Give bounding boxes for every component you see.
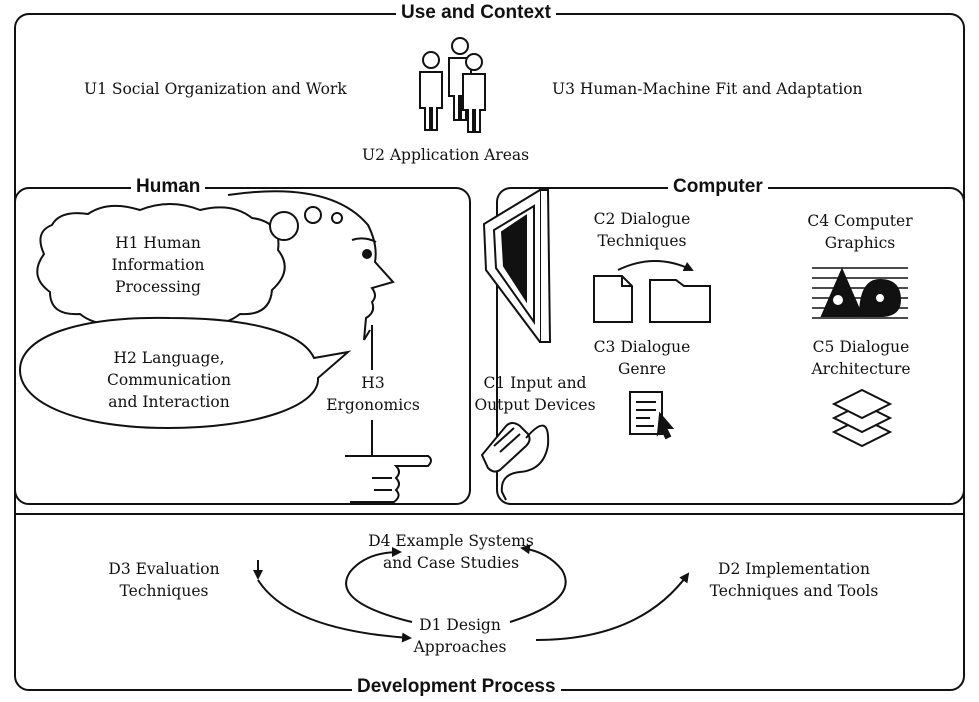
d3-line-2: Techniques: [119, 582, 209, 600]
d3-line-1: D3 Evaluation: [108, 560, 220, 578]
d1-line-2: Approaches: [413, 638, 507, 656]
documents-icon: [593, 260, 711, 323]
u1-label: U1 Social Organization and Work: [84, 80, 347, 98]
h1-line-1: H1 Human: [115, 234, 201, 252]
people-icon: [419, 37, 486, 133]
thought-cloud-icon: [36, 203, 343, 327]
c1-line-2: Output Devices: [474, 396, 596, 414]
c4-label: C4 Computer Graphics: [792, 210, 928, 254]
mouse-icon: [480, 422, 550, 501]
graphics-icon: [812, 267, 908, 319]
d4-label: D4 Example Systems and Case Studies: [358, 530, 544, 574]
speech-bubble-icon: [18, 316, 352, 430]
d1-line-1: D1 Design: [419, 616, 501, 634]
c5-line-1: C5 Dialogue: [812, 338, 910, 356]
layers-icon: [831, 388, 893, 448]
h2-line-3: and Interaction: [108, 393, 230, 411]
form-cursor-icon: [629, 391, 675, 440]
development-header: Development Process: [352, 676, 561, 698]
computer-header: Computer: [668, 176, 768, 198]
c4-line-2: Graphics: [824, 234, 896, 252]
c5-label: C5 Dialogue Architecture: [794, 336, 928, 380]
h2-line-2: Communication: [107, 371, 231, 389]
h1-line-2: Information: [111, 256, 205, 274]
h3-label: H3 Ergonomics: [323, 372, 423, 416]
d4-line-1: D4 Example Systems: [368, 532, 534, 550]
h3-line-2: Ergonomics: [326, 396, 420, 414]
face-profile-icon: [227, 190, 395, 341]
c2-line-2: Techniques: [597, 232, 687, 250]
monitor-icon: [482, 189, 552, 343]
c3-line-1: C3 Dialogue: [593, 338, 691, 356]
c2-line-1: C2 Dialogue: [593, 210, 691, 228]
c3-label: C3 Dialogue Genre: [580, 336, 704, 380]
h1-label: H1 Human Information Processing: [88, 232, 228, 298]
d2-line-1: D2 Implementation: [718, 560, 870, 578]
u3-label: U3 Human-Machine Fit and Adaptation: [552, 80, 863, 98]
d2-label: D2 Implementation Techniques and Tools: [696, 558, 892, 602]
c1-label: C1 Input and Output Devices: [466, 372, 604, 416]
c5-line-2: Architecture: [811, 360, 911, 378]
u2-label: U2 Application Areas: [362, 146, 530, 164]
h3-line-1: H3: [361, 374, 385, 392]
h2-label: H2 Language, Communication and Interacti…: [84, 347, 254, 413]
c3-line-2: Genre: [617, 360, 667, 378]
c4-line-1: C4 Computer: [807, 212, 913, 230]
h1-line-3: Processing: [115, 278, 201, 296]
c1-line-1: C1 Input and: [483, 374, 587, 392]
d4-line-2: and Case Studies: [382, 554, 520, 572]
use-context-header: Use and Context: [396, 2, 556, 24]
development-arrows: [253, 544, 690, 643]
d3-label: D3 Evaluation Techniques: [100, 558, 228, 602]
d1-label: D1 Design Approaches: [400, 614, 520, 658]
human-header: Human: [131, 176, 206, 198]
h2-line-1: H2 Language,: [113, 349, 225, 367]
d2-line-2: Techniques and Tools: [709, 582, 879, 600]
c2-label: C2 Dialogue Techniques: [580, 208, 704, 252]
pointing-hand-icon: [345, 455, 432, 503]
human-frame: [14, 187, 471, 505]
